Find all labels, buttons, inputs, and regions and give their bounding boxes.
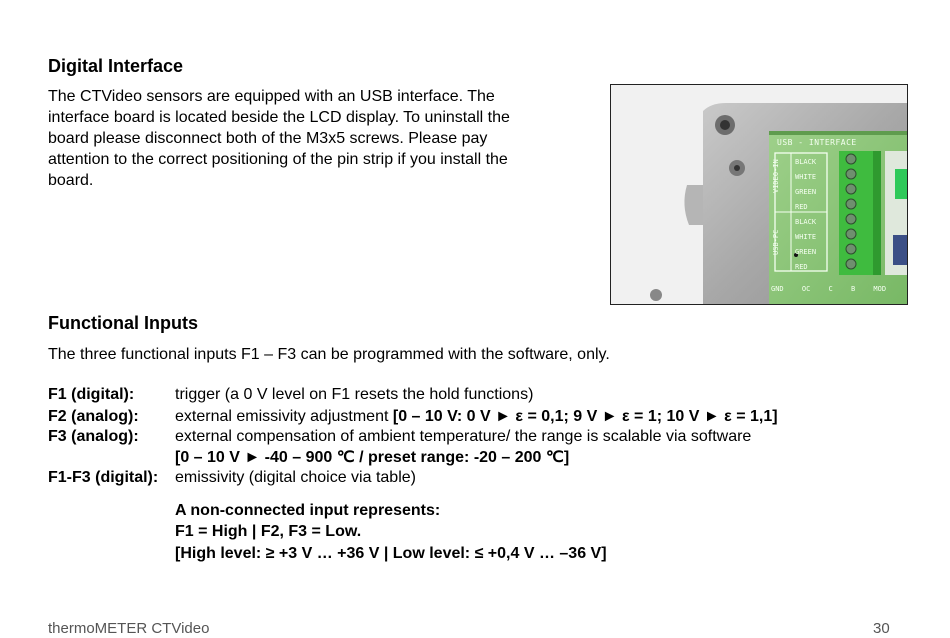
board-group-video: VIDEO-IN [772,159,780,193]
footer-product: thermoMETER CTVideo [48,620,210,637]
pin-label: GND [771,285,784,293]
input-range: [0 – 10 V: 0 V ► ε = 0,1; 9 V ► ε = 1; 1… [392,408,778,425]
input-range: [0 – 10 V ► -40 – 900 ℃ / preset range: … [175,449,570,466]
input-label: F2 (analog): [48,408,139,425]
paragraph-line: attention to the correct positioning of … [48,151,508,168]
note-levels: F1 = High | F2, F3 = Low. [175,523,362,540]
wire-label: BLACK [795,158,817,166]
note-voltage-range: [High level: ≥ +3 V … +36 V | Low level:… [175,545,607,562]
input-description: external compensation of ambient tempera… [175,428,752,445]
input-row-f1: F1 (digital): trigger (a 0 V level on F1 … [48,385,533,405]
pcb-board [769,131,907,304]
wire-label: WHITE [795,233,817,241]
page-number: 30 [873,620,890,637]
input-label: F1 (digital): [48,386,135,403]
paragraph-line: board. [48,172,94,189]
input-label: F1-F3 (digital): [48,469,159,486]
screw-icon [734,165,740,171]
input-description: emissivity (digital choice via table) [175,469,416,486]
paragraph-line: The CTVideo sensors are equipped with an… [48,88,495,105]
input-row-f1-f3: F1-F3 (digital): emissivity (digital choi… [48,468,416,488]
digital-interface-paragraph: The CTVideo sensors are equipped with an… [48,86,510,191]
usb-interface-board-photo: USB - INTERFACE VIDEO-IN USB-PC BLACK WH… [610,84,908,305]
board-bottom-labels: GND OC C B MOD [771,285,886,293]
input-label: F3 (analog): [48,428,139,445]
pin-label: B [850,285,856,293]
screw-icon [720,120,730,130]
wire-label: GREEN [795,188,817,196]
board-group-pc: USB-PC [772,229,780,255]
housing-hinge [684,185,703,225]
input-row-f2: F2 (analog): external emissivity adjustme… [48,407,778,427]
input-description: trigger (a 0 V level on F1 resets the ho… [175,386,534,403]
note-heading: A non-connected input represents: [175,502,441,519]
wire-label: RED [795,263,808,271]
paragraph-line: board please disconnect both of the M3x5… [48,130,488,147]
wire-label: WHITE [795,173,817,181]
screw-icon [650,289,662,301]
functional-intro: The three functional inputs F1 – F3 can … [48,346,610,363]
input-row-f3: F3 (analog): external compensation of amb… [48,427,751,447]
wire-label: GREEN [795,248,817,256]
pin-label: OC [801,285,811,293]
board-title: USB - INTERFACE [777,138,857,147]
digital-interface-heading: Digital Interface [48,56,184,76]
wire-label: BLACK [795,218,817,226]
board-illustration [611,85,907,304]
input-description: external emissivity adjustment [175,408,393,425]
board-wire-labels: BLACK WHITE GREEN RED BLACK WHITE GREEN … [795,155,816,275]
wire-label: RED [795,203,808,211]
pin-label: C [828,285,833,293]
paragraph-line: interface board is located beside the LC… [48,109,510,126]
pin-label: MOD [873,285,887,293]
functional-inputs-heading: Functional Inputs [48,313,198,333]
